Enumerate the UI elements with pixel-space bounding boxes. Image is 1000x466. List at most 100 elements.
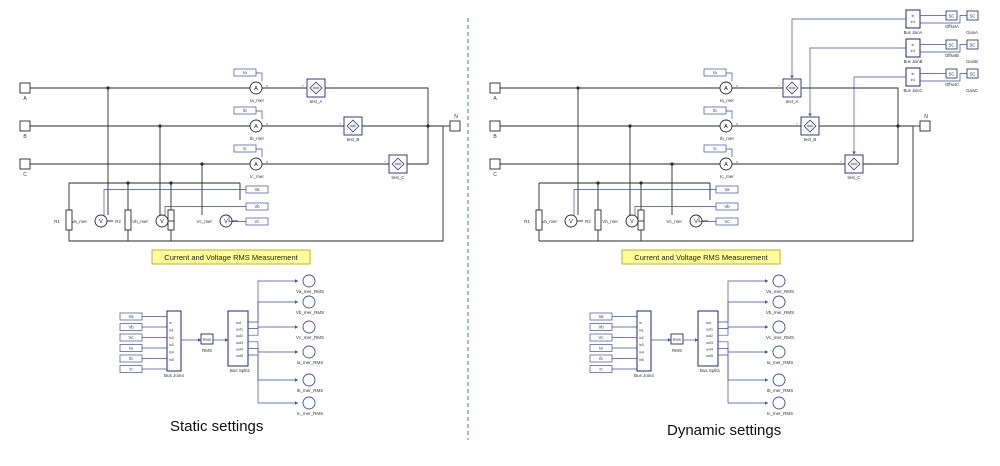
bus-join-port-in5: in5 <box>639 358 644 362</box>
gain-icon: SC <box>970 14 976 19</box>
arrowhead <box>765 279 768 283</box>
neutral-return <box>801 87 899 164</box>
arrowhead <box>765 378 768 382</box>
port-B <box>489 120 501 132</box>
load-test_C-pin: + <box>384 160 386 164</box>
output-port-Va_mer_RMS <box>772 274 786 288</box>
arrowhead <box>295 350 298 354</box>
title-box <box>151 249 311 265</box>
bus-split-port-out: out <box>236 321 241 325</box>
resistor-label-R2: R2 <box>115 219 121 224</box>
voltage-tag-Va-label: Va <box>255 187 260 192</box>
load-test_C-label: test_C <box>847 175 861 180</box>
bus-split-port-out3: out3 <box>236 341 243 345</box>
pin-n: n <box>736 122 738 126</box>
port-label-B: B <box>493 134 497 140</box>
control-signal <box>809 47 906 114</box>
current-signal <box>256 72 263 81</box>
arrowhead <box>808 113 812 117</box>
gain-icon: SC <box>970 72 976 77</box>
title-text: Current and Voltage RMS Measurement <box>164 253 298 262</box>
gain-label-GainC: GainC <box>966 88 978 93</box>
join-label-Bus JoinB: Bus JoinB <box>904 59 923 64</box>
output-port-Ib_mer_RMS <box>772 373 786 387</box>
bus-split-label: Bus Split1 <box>230 368 251 373</box>
output-port-Vb_mer_RMS <box>772 295 786 309</box>
neutral-junction <box>896 124 900 128</box>
ground-return <box>69 126 444 242</box>
rms-block-icon: RMS <box>203 338 212 342</box>
voltage-tag-Vb-label: Vb <box>724 204 730 209</box>
bus-split-port-out5: out5 <box>236 354 243 358</box>
output-signal <box>248 326 298 336</box>
voltmeter-Va_mer-symbol: V <box>569 219 573 225</box>
arrowhead <box>765 325 768 329</box>
output-label-Ib_mer_RMS: Ib_mer_RMS <box>297 388 324 393</box>
bus-join-port-in2: in2 <box>169 336 174 340</box>
diagram-title: Current and Voltage RMS Measurement <box>621 249 781 265</box>
bus-split-port-out4: out4 <box>236 347 243 351</box>
bus-join-block <box>636 310 652 372</box>
voltage-tag-Vb-label: Vb <box>254 204 260 209</box>
caption-static: Static settings <box>170 418 264 435</box>
gain-signal <box>920 15 967 24</box>
voltmeter-Va_mer-symbol: V <box>99 219 103 225</box>
bus-split-port-out5: out5 <box>706 354 713 358</box>
gain-signal <box>920 73 967 82</box>
control-signal <box>853 76 906 152</box>
voltmeter-Vc_mer-symbol: V <box>224 219 228 225</box>
bus-junction <box>639 181 643 185</box>
join-port: in1 <box>911 20 916 24</box>
output-label-Ic_mer_RMS: Ic_mer_RMS <box>767 411 793 416</box>
arrowhead <box>295 300 298 304</box>
output-signal <box>248 301 298 329</box>
output-port-Vc_mer_RMS <box>302 320 316 334</box>
voltage-tag-Va-label: Va <box>725 187 730 192</box>
pin-n: n <box>266 160 268 164</box>
port-label-C: C <box>493 172 497 178</box>
output-port-Ic_mer_RMS <box>772 396 786 410</box>
join-label-Bus JoinC: Bus JoinC <box>903 88 922 93</box>
port-label-C: C <box>23 172 27 178</box>
output-port-Ic_mer_RMS <box>302 396 316 410</box>
port-A <box>489 82 501 94</box>
rms-block <box>200 333 214 345</box>
ammeter-label-Ia_mer: Ia_mer <box>250 98 265 103</box>
output-label-Ic_mer_RMS: Ic_mer_RMS <box>297 411 323 416</box>
ammeter-label-Ic_mer: Ic_mer <box>720 174 734 179</box>
load-test_B-pin: + <box>339 122 341 126</box>
port-label-N: N <box>454 114 458 120</box>
arrowhead <box>695 338 698 342</box>
load-test_B-label: test_B <box>347 137 360 142</box>
output-label-Vb_mer_RMS: Vb_mer_RMS <box>766 310 794 315</box>
current-signal <box>726 110 733 119</box>
mux-input-tag-Vb-label: Vb <box>128 325 134 330</box>
load-test_A-pin: + <box>778 84 780 88</box>
mux-input-tag-Vc-label: Vc <box>129 335 134 340</box>
tap-junction <box>576 86 580 90</box>
current-tag-Ia-label: Ia <box>243 70 247 75</box>
title-box <box>621 249 781 265</box>
mux-input-tag-Va-label: Va <box>599 314 604 319</box>
voltage-signal <box>103 189 246 216</box>
resistor-label-R1: R1 <box>524 219 530 224</box>
mux-input-tag-Ic-label: Ic <box>129 367 132 372</box>
output-label-Vc_mer_RMS: Vc_mer_RMS <box>766 335 794 340</box>
gain-label-GainA: GainA <box>966 30 978 35</box>
mux-input-tag-Ib-label: Ib <box>129 356 133 361</box>
current-tag-Ia-label: Ia <box>713 70 717 75</box>
mux-input-tag-Vb-label: Vb <box>598 325 604 330</box>
current-tag-Ic-label: Ic <box>713 146 716 151</box>
current-tag-Ic-label: Ic <box>243 146 246 151</box>
output-label-Va_mer_RMS: Va_mer_RMS <box>766 289 794 294</box>
ammeter-label-Ic_mer: Ic_mer <box>250 174 264 179</box>
offset-icon: SC <box>949 43 955 48</box>
output-label-Ia_mer_RMS: Ia_mer_RMS <box>767 360 794 365</box>
ammeter-Ia_mer-symbol: A <box>254 86 258 92</box>
load-test_C-label: test_C <box>391 175 405 180</box>
bus-junction <box>596 181 600 185</box>
gain-label-GainB: GainB <box>966 59 978 64</box>
bus-join-label: Bus Join4 <box>164 373 184 378</box>
tap-junction <box>670 162 674 166</box>
